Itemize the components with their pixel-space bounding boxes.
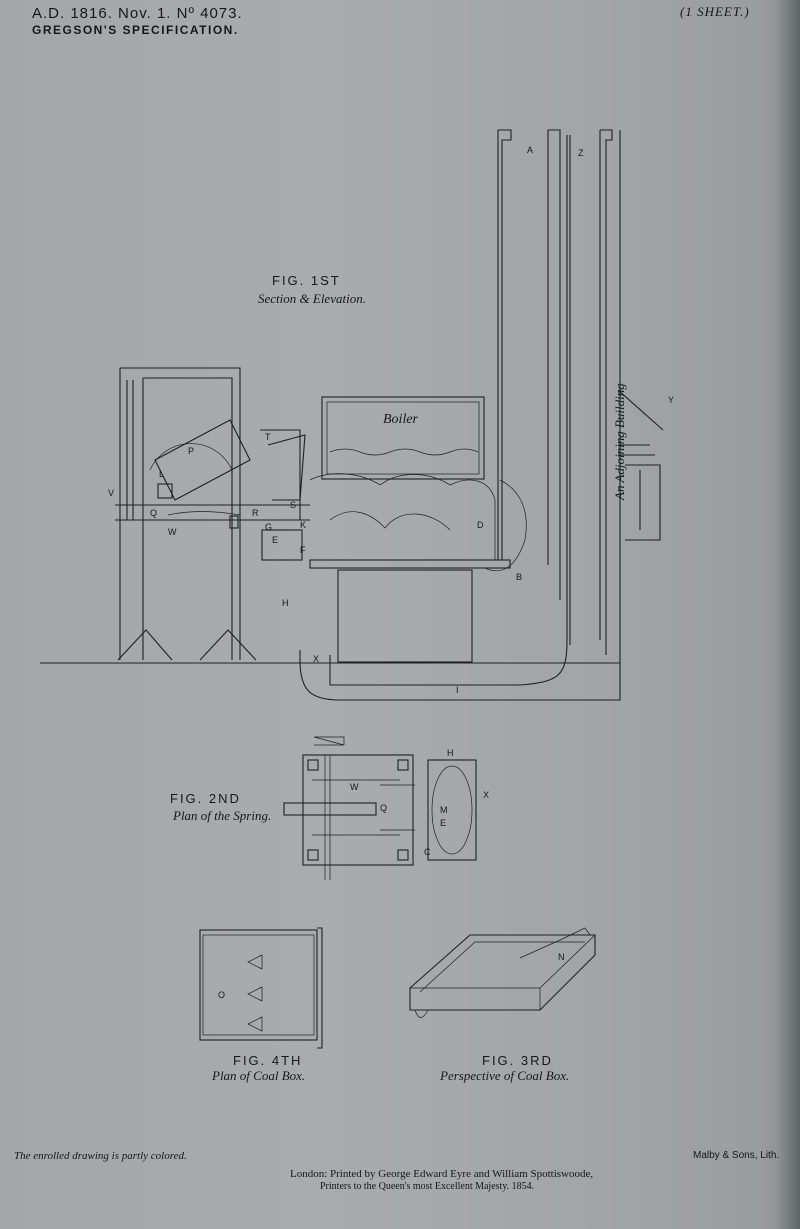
label-g: G <box>265 522 273 532</box>
label-t: T <box>265 432 271 442</box>
fig1-title: FIG. 1ST <box>272 273 341 288</box>
lithographer-credit: Malby & Sons, Lith. <box>693 1150 780 1161</box>
label-y: Y <box>668 395 675 405</box>
label-x-fig2: X <box>483 790 490 800</box>
boiler-label: Boiler <box>383 412 418 427</box>
label-a: A <box>527 145 534 155</box>
boiler <box>321 396 485 480</box>
printer-line-1: London: Printed by George Edward Eyre an… <box>290 1168 594 1180</box>
label-m: M <box>440 805 448 815</box>
feeding-apparatus <box>40 367 620 664</box>
label-o: O <box>218 990 226 1000</box>
grate <box>309 559 511 569</box>
fig4-title: FIG. 4TH <box>233 1053 303 1068</box>
label-w-fig2: W <box>350 782 359 792</box>
label-c: C <box>424 847 431 857</box>
furnace-flue <box>309 473 496 561</box>
sheet-edge <box>778 0 800 1229</box>
fig2-caption: Plan of the Spring. <box>173 808 272 823</box>
label-s: S <box>290 500 297 510</box>
label-f: F <box>300 545 306 555</box>
label-p: P <box>188 446 195 456</box>
fig3-title: FIG. 3RD <box>482 1053 553 1068</box>
fig2-title: FIG. 2ND <box>170 791 241 806</box>
label-e-fig2: E <box>440 818 447 828</box>
label-b: B <box>516 572 523 582</box>
label-e: E <box>272 535 279 545</box>
label-r: R <box>252 508 259 518</box>
adjoining-building-label: An Adjoining Building <box>612 383 627 500</box>
label-h: H <box>282 598 289 608</box>
fig4-caption: Plan of Coal Box. <box>212 1068 306 1083</box>
fig1-caption: Section & Elevation. <box>258 291 366 306</box>
sheet-count: (1 SHEET.) <box>680 4 750 19</box>
label-d: D <box>477 520 484 530</box>
chimney-a <box>497 129 561 600</box>
patent-number: A.D. 1816. Nov. 1. Nº 4073. <box>32 5 243 22</box>
label-l: L <box>159 469 165 479</box>
printer-line-2: Printers to the Queen's most Excellent M… <box>320 1181 535 1192</box>
chimney-z <box>299 129 621 701</box>
label-q: Q <box>150 508 158 518</box>
fig3-drawing <box>409 927 596 1018</box>
ash-pit <box>337 569 473 663</box>
label-z: Z <box>578 148 584 158</box>
label-v: V <box>108 488 115 498</box>
label-i: I <box>456 685 459 695</box>
label-n: N <box>558 952 565 962</box>
label-w: W <box>168 527 177 537</box>
label-h-fig2: H <box>447 748 454 758</box>
label-k: K <box>300 520 307 530</box>
label-q-fig2: Q <box>380 803 388 813</box>
fig2-drawing <box>283 736 477 880</box>
fig3-caption: Perspective of Coal Box. <box>440 1068 570 1083</box>
fig4-drawing <box>199 927 323 1049</box>
label-x: X <box>313 654 320 664</box>
enrolled-note: The enrolled drawing is partly colored. <box>14 1150 187 1162</box>
adjoining-wall <box>617 389 664 541</box>
specification-title: GREGSON'S SPECIFICATION. <box>32 23 239 37</box>
